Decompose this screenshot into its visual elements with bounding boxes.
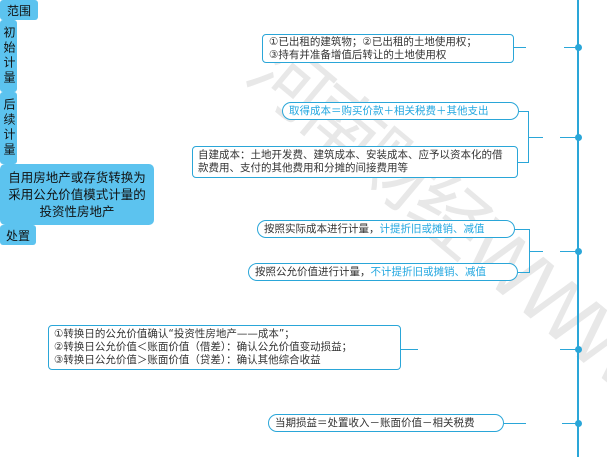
houxu-bracket-mid: [530, 251, 543, 252]
chuzhi-connector: [504, 423, 526, 424]
houxu-node-dot: [575, 248, 582, 255]
chushi-label: 初始计量: [0, 20, 17, 92]
chushi-selfbuilt-text: 自建成本：土地开发费、建筑成本、安装成本、应予以资本化的借款费用、支付的其他费用…: [198, 149, 503, 174]
houxu-bracket-bottom: [518, 272, 530, 273]
chushi-bracket: [528, 111, 529, 163]
houxu-cost-highlight: 计提折旧或摊销、减值: [379, 222, 485, 235]
chuzhi-item-text: 当期损益＝处置收入－账面价值－相关税费: [275, 416, 475, 429]
chushi-item-selfbuilt: 自建成本：土地开发费、建筑成本、安装成本、应予以资本化的借款费用、支付的其他费用…: [192, 146, 518, 178]
main-trunk-line: [577, 0, 579, 457]
zhuanhuan-line-3: ③转换日公允价值＞账面价值（贷差）：确认其他综合收益: [54, 354, 321, 366]
zhuanhuan-label: 自用房地产或存货转换为采用公允价值模式计量的投资性房地产: [0, 164, 154, 225]
chushi-to-trunk: [560, 137, 577, 138]
houxu-fairvalue-main: 按照公允价值进行计量，: [255, 265, 371, 278]
chushi-bracket-bottom: [518, 162, 529, 163]
chuzhi-to-trunk: [562, 423, 577, 424]
houxu-item-cost: 按照实际成本进行计量，计提折旧或摊销、减值: [257, 220, 515, 238]
chushi-node-dot: [575, 134, 582, 141]
chuzhi-node-dot: [575, 420, 582, 427]
fanwei-to-trunk: [564, 47, 577, 48]
fanwei-content: ①已出租的建筑物；②已出租的土地使用权； ③持有并准备增值后转让的土地使用权: [262, 34, 514, 63]
chushi-bracket-top: [519, 111, 529, 112]
fanwei-label: 范围: [0, 0, 38, 20]
zhuanhuan-node-dot: [575, 346, 582, 353]
houxu-fairvalue-highlight: 不计提折旧或摊销、减值: [370, 265, 487, 278]
fanwei-line-2: ③持有并准备增值后转让的土地使用权: [269, 49, 447, 61]
zhuanhuan-content: ①转换日的公允价值确认“投资性房地产——成本”； ②转换日公允价值＜账面价值（借…: [48, 325, 401, 370]
houxu-item-fairvalue: 按照公允价值进行计量，不计提折旧或摊销、减值: [248, 263, 518, 281]
houxu-label: 后续计量: [0, 92, 17, 164]
chuzhi-item: 当期损益＝处置收入－账面价值－相关税费: [268, 414, 504, 432]
fanwei-node-dot: [575, 44, 582, 51]
fanwei-connector: [514, 47, 526, 48]
zhuanhuan-line-2: ②转换日公允价值＜账面价值（借差）：确认公允价值变动损益；: [54, 341, 353, 353]
chuzhi-label: 处置: [0, 225, 36, 245]
chushi-bracket-mid: [529, 137, 543, 138]
houxu-bracket: [529, 229, 530, 273]
fanwei-line-1: ①已出租的建筑物；②已出租的土地使用权；: [269, 36, 477, 48]
houxu-bracket-top: [515, 229, 530, 230]
chushi-purchase-text: 取得成本＝购买价款＋相关税费＋其他支出: [289, 104, 489, 117]
zhuanhuan-line-1: ①转换日的公允价值确认“投资性房地产——成本”；: [54, 328, 295, 340]
houxu-cost-main: 按照实际成本进行计量，: [264, 222, 380, 235]
zhuanhuan-connector: [401, 349, 418, 350]
zhuanhuan-to-trunk: [560, 349, 577, 350]
houxu-to-trunk: [560, 251, 577, 252]
chushi-item-purchase: 取得成本＝购买价款＋相关税费＋其他支出: [282, 102, 519, 120]
